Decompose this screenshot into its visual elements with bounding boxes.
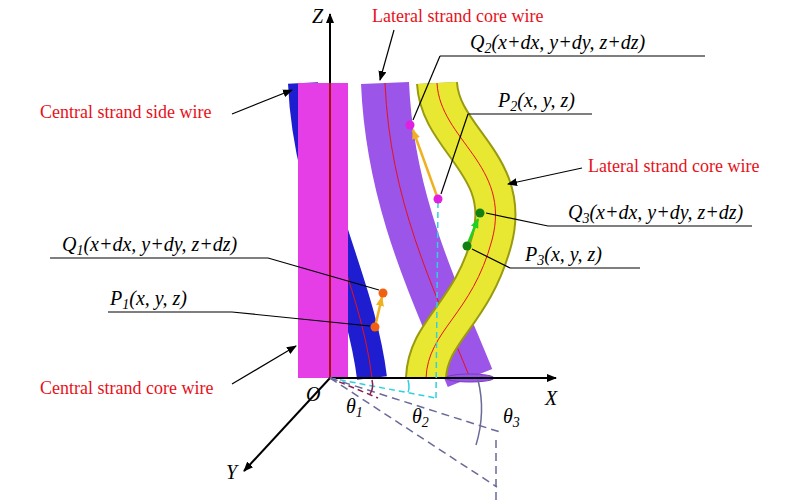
point-label: Q3(x+dx, y+dy, z+dz)	[568, 200, 743, 231]
angle-label: θ3	[503, 404, 520, 435]
y-axis	[244, 378, 330, 471]
wire-name: Central strand side wire	[40, 100, 211, 124]
x-axis	[330, 377, 556, 379]
axis-label: Z	[312, 4, 323, 28]
wire-name: Lateral strand core wire	[588, 154, 759, 178]
point-label: P1(x, y, z)	[110, 286, 187, 317]
axis-label: X	[545, 386, 557, 410]
angle-label: θ1	[346, 394, 363, 425]
wire-name: Lateral strand core wire	[372, 4, 543, 28]
point-label: P2(x, y, z)	[498, 88, 575, 119]
point-label: P3(x, y, z)	[525, 242, 602, 273]
axis-label: Y	[226, 460, 237, 484]
core-wire	[298, 83, 348, 378]
z-axis	[329, 14, 331, 378]
angle-label: θ2	[412, 404, 429, 435]
point-label: Q2(x+dx, y+dy, z+dz)	[470, 30, 645, 61]
point-label: Q1(x+dx, y+dy, z+dz)	[62, 232, 237, 263]
axis-label: O	[306, 382, 320, 406]
wire-name: Central strand core wire	[40, 376, 213, 400]
